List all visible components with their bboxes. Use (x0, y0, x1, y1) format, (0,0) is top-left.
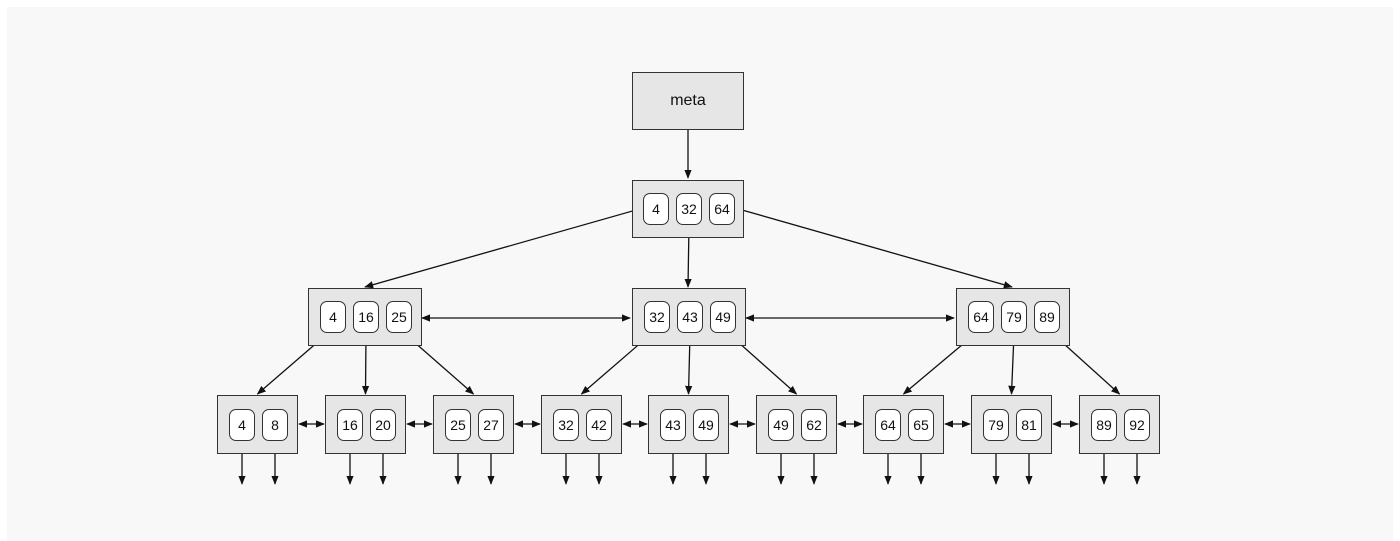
key-cell: 8 (262, 408, 288, 441)
key-cell: 89 (1091, 408, 1117, 441)
key-cell: 4 (320, 301, 346, 333)
key-cell: 43 (677, 301, 703, 333)
key-cell: 32 (644, 301, 670, 333)
key-cell: 20 (370, 408, 396, 441)
key-cell: 79 (1001, 301, 1027, 333)
root-to-internal-edge (734, 207, 1013, 289)
key-cell: 89 (1034, 301, 1060, 333)
key-cell: 92 (1124, 408, 1150, 441)
key-cell: 42 (586, 408, 612, 441)
key-cell: 27 (478, 408, 504, 441)
key-cell: 32 (676, 193, 702, 225)
meta-label: meta (670, 92, 706, 109)
key-cell: 43 (660, 408, 686, 441)
key-cell: 4 (643, 193, 669, 225)
key-cell: 16 (337, 408, 363, 441)
root-to-internal-edge (364, 207, 644, 289)
key-cell: 16 (353, 301, 379, 333)
key-cell: 64 (875, 408, 901, 441)
key-cell: 32 (553, 408, 579, 441)
key-cell: 49 (710, 301, 736, 333)
key-cell: 49 (768, 408, 794, 441)
key-cell: 25 (386, 301, 412, 333)
key-cell: 25 (445, 408, 471, 441)
key-cell: 81 (1016, 408, 1042, 441)
key-cell: 65 (908, 408, 934, 441)
meta-node: meta (632, 72, 744, 130)
key-cell: 79 (983, 408, 1009, 441)
key-cell: 62 (801, 408, 827, 441)
key-cell: 64 (968, 301, 994, 333)
key-cell: 64 (709, 193, 735, 225)
key-cell: 4 (229, 408, 255, 441)
key-cell: 49 (693, 408, 719, 441)
